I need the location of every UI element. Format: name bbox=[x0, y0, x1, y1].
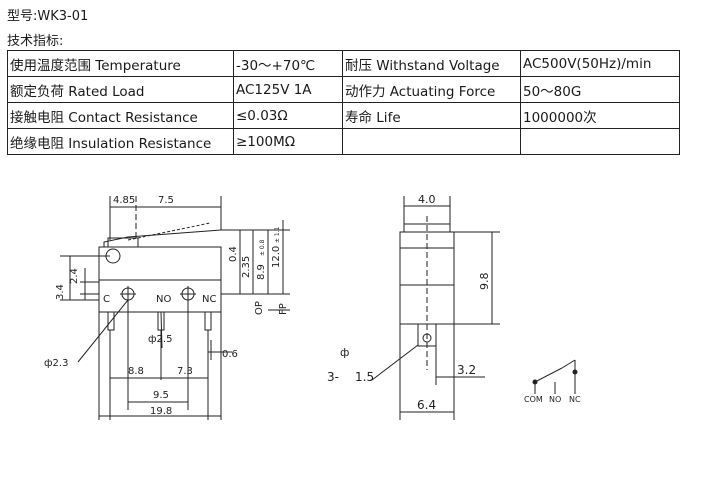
model-number: 型号:WK3-01 bbox=[7, 9, 89, 24]
dim-6-4: 6.4 bbox=[417, 398, 436, 412]
dim-3-4: 3.4 bbox=[55, 284, 66, 300]
side-view bbox=[371, 196, 500, 420]
spec-label: 绝缘电阻 Insulation Resistance bbox=[7, 128, 234, 155]
table-row: 使用温度范围 Temperature -30～+70℃ 耐压 Withstand… bbox=[7, 50, 680, 77]
dim-8-9: 8.9 bbox=[256, 264, 267, 280]
dim-9-8: 9.8 bbox=[478, 273, 491, 291]
dim-9-5: 9.5 bbox=[153, 390, 169, 401]
spec-heading: 技术指标: bbox=[7, 34, 64, 49]
schematic-com: COM bbox=[524, 395, 543, 404]
spec-label: 使用温度范围 Temperature bbox=[7, 50, 234, 77]
dim-2-4: 2.4 bbox=[69, 268, 80, 284]
spec-value: 50～80G bbox=[520, 76, 680, 103]
spec-value: AC125V 1A bbox=[233, 76, 343, 103]
schematic-symbol bbox=[532, 359, 578, 394]
label-fp: FP bbox=[278, 303, 289, 315]
schematic-no: NO bbox=[549, 395, 561, 404]
table-row: 额定负荷 Rated Load AC125V 1A 动作力 Actuating … bbox=[7, 76, 680, 103]
spec-table: 使用温度范围 Temperature -30～+70℃ 耐压 Withstand… bbox=[7, 50, 680, 155]
spec-empty bbox=[342, 128, 521, 155]
spec-value: ≥100MΩ bbox=[233, 128, 343, 155]
terminal-hole bbox=[422, 333, 432, 343]
spec-value: ≤0.03Ω bbox=[233, 102, 343, 129]
dim-8-8: 8.8 bbox=[128, 366, 144, 377]
terminal-no-label: NO bbox=[156, 294, 171, 305]
terminal-c-label: C bbox=[103, 294, 110, 305]
dim-19-8: 19.8 bbox=[150, 406, 172, 417]
spec-label: 动作力 Actuating Force bbox=[342, 76, 521, 103]
lever bbox=[103, 229, 222, 247]
terminal-c bbox=[107, 311, 115, 331]
phi-symbol: ф bbox=[340, 346, 349, 359]
terminal-nc-label: NC bbox=[202, 294, 216, 305]
spec-label: 耐压 Withstand Voltage bbox=[342, 50, 521, 77]
dia-2-5: ф2.5 bbox=[148, 334, 172, 345]
table-row: 绝缘电阻 Insulation Resistance ≥100MΩ bbox=[7, 128, 680, 155]
tol-8-9: ± 0.8 bbox=[259, 239, 266, 256]
dim-0-4: 0.4 bbox=[228, 246, 239, 262]
dim-4-85: 4.85 bbox=[113, 195, 135, 206]
dim-7-3: 7.3 bbox=[177, 366, 193, 377]
dim-7-5: 7.5 bbox=[158, 195, 174, 206]
dim-2-35: 2.35 bbox=[241, 256, 252, 278]
terminal-nc bbox=[204, 311, 212, 331]
dia-2-3: ф2.3 bbox=[44, 358, 68, 369]
dim-0-6: 0.6 bbox=[222, 349, 238, 360]
dim-12-0: 12.0 bbox=[271, 246, 282, 268]
dim-3-2: 3.2 bbox=[457, 363, 476, 377]
side-terminal bbox=[417, 324, 437, 347]
label-op: OP bbox=[254, 301, 265, 315]
spec-label: 额定负荷 Rated Load bbox=[7, 76, 234, 103]
spec-value: AC500V(50Hz)/min bbox=[520, 50, 680, 77]
hole-count: 3- bbox=[327, 370, 339, 384]
tol-12-0: ± 1.1 bbox=[274, 226, 281, 243]
schematic-nc: NC bbox=[569, 395, 581, 404]
front-view bbox=[60, 196, 290, 420]
hole-diameter: 1.5 bbox=[355, 370, 374, 384]
spec-label: 接触电阻 Contact Resistance bbox=[7, 102, 234, 129]
spec-empty bbox=[520, 128, 680, 155]
dim-4-0: 4.0 bbox=[418, 193, 436, 206]
